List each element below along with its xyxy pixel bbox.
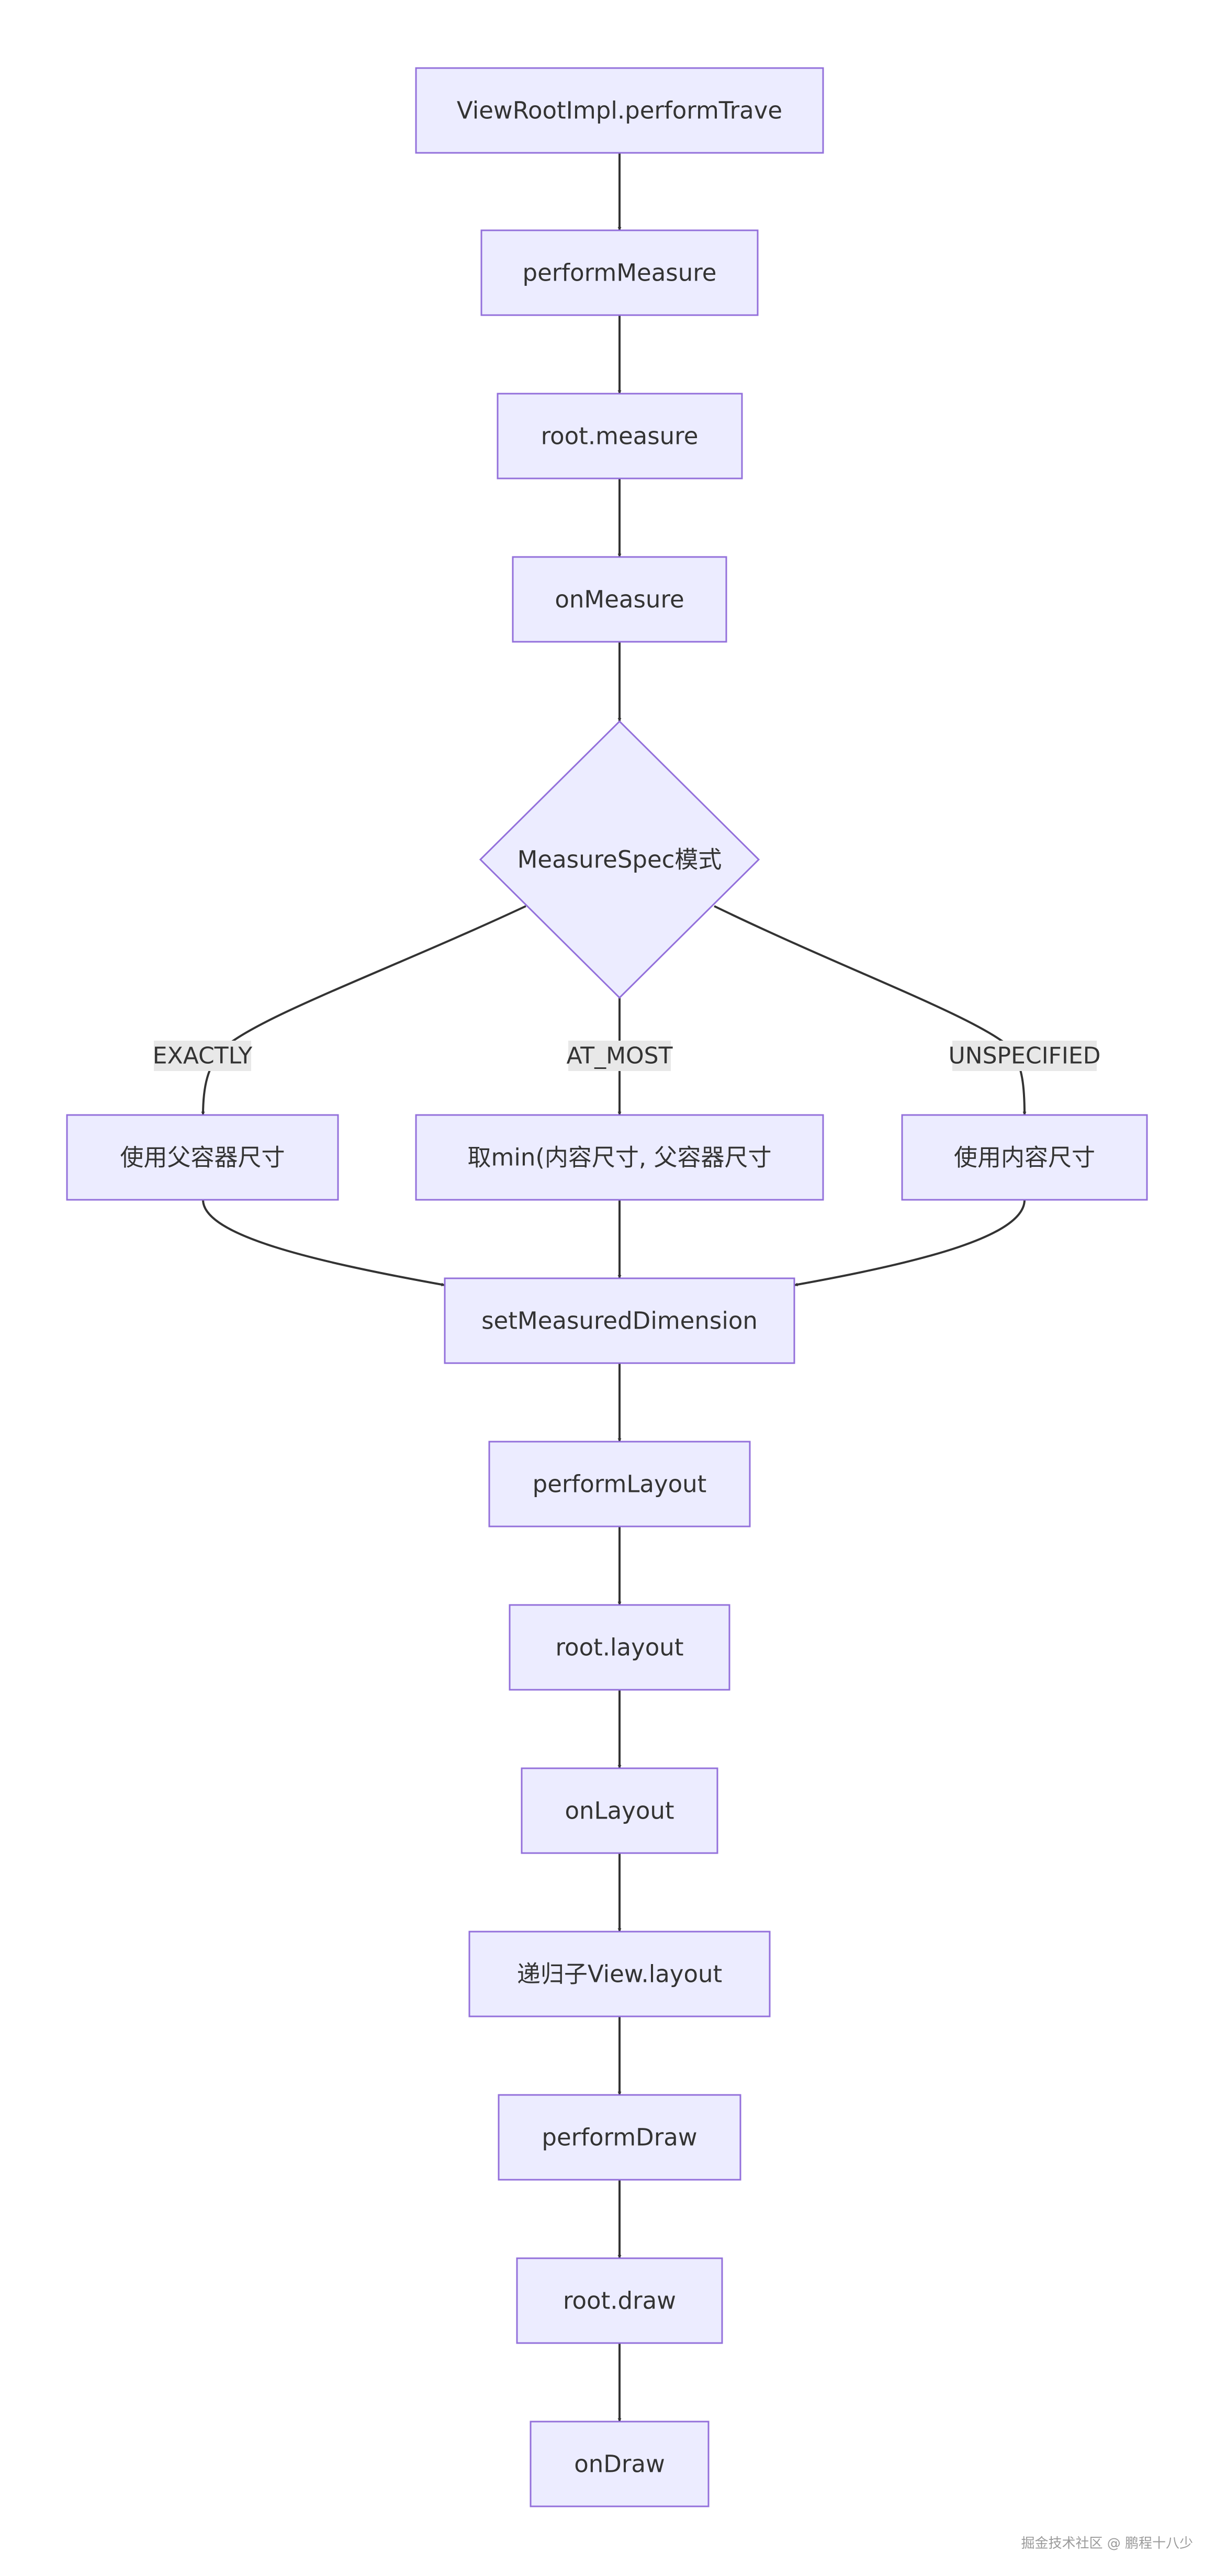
edge-labels: EXACTLY AT_MOST UNSPECIFIED — [153, 1041, 1101, 1071]
node-perform-layout: performLayout — [488, 1441, 751, 1527]
label-bg-exactly — [154, 1041, 251, 1071]
node-label: root.layout — [556, 1634, 684, 1661]
label-bg-unspecified — [952, 1041, 1097, 1071]
edge-label-at-most: AT_MOST — [567, 1043, 673, 1069]
node-take-min: 取min(内容尺寸, 父容器尺寸 — [415, 1114, 824, 1201]
node-use-content-size: 使用内容尺寸 — [901, 1114, 1148, 1201]
node-label: setMeasuredDimension — [481, 1307, 758, 1335]
node-label: 使用父容器尺寸 — [120, 1144, 285, 1172]
node-label: root.measure — [541, 422, 699, 450]
node-set-measured-dimension: setMeasuredDimension — [444, 1277, 795, 1364]
node-label: performLayout — [533, 1470, 707, 1498]
watermark: 掘金技术社区 @ 鹏程十八少 — [1021, 2536, 1193, 2551]
edges — [201, 153, 1027, 2422]
edge-label-unspecified: UNSPECIFIED — [948, 1043, 1100, 1069]
node-label: performDraw — [542, 2124, 697, 2151]
node-use-parent-size: 使用父容器尺寸 — [66, 1114, 339, 1201]
decision-measure-spec-mode: MeasureSpec模式 — [479, 720, 760, 999]
node-label: performMeasure — [523, 259, 717, 287]
edge-parent-size-to-setmeasured — [202, 1199, 445, 1287]
node-label: ViewRootImpl.performTrave — [457, 97, 782, 125]
node-root-draw: root.draw — [516, 2257, 723, 2344]
node-label: onLayout — [565, 1797, 674, 1825]
label-bg-at-most — [568, 1041, 671, 1071]
node-root-layout: root.layout — [509, 1604, 730, 1691]
edge-label-exactly: EXACTLY — [153, 1043, 253, 1069]
node-perform-measure: performMeasure — [480, 229, 759, 316]
node-label: onMeasure — [555, 586, 684, 614]
node-label: onDraw — [574, 2450, 665, 2478]
edge-decision-unspecified — [714, 905, 1027, 1116]
node-label: 递归子View.layout — [517, 1960, 722, 1988]
node-recurse-child-layout: 递归子View.layout — [468, 1931, 771, 2017]
node-perform-traversals: ViewRootImpl.performTrave — [415, 67, 824, 154]
edge-content-size-to-setmeasured — [794, 1199, 1026, 1287]
edge-decision-exactly — [201, 905, 526, 1116]
node-label: root.draw — [563, 2287, 676, 2315]
node-label: 取min(内容尺寸, 父容器尺寸 — [467, 1144, 771, 1172]
node-root-measure: root.measure — [497, 393, 743, 479]
node-on-measure: onMeasure — [512, 556, 727, 643]
node-on-layout: onLayout — [521, 1767, 718, 1854]
node-on-draw: onDraw — [530, 2421, 710, 2507]
node-label: 使用内容尺寸 — [954, 1144, 1095, 1172]
node-label: MeasureSpec模式 — [518, 846, 722, 874]
node-perform-draw: performDraw — [498, 2094, 741, 2181]
